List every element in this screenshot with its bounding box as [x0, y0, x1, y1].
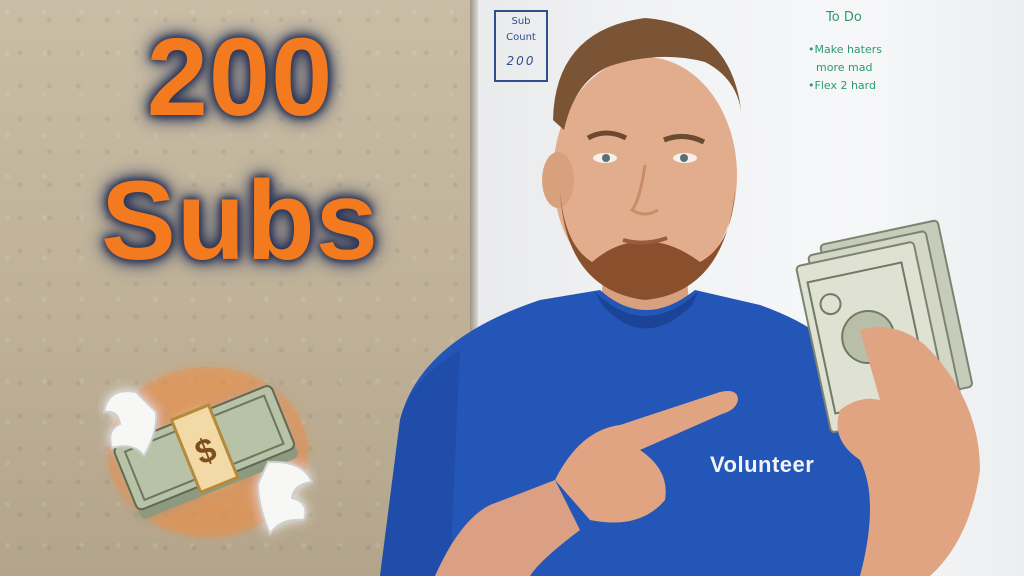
sub-count-box: Sub Count 200	[494, 10, 548, 82]
whiteboard-edge	[470, 0, 478, 576]
todo-item: more mad	[816, 61, 873, 74]
todo-list: To Do •Make haters more mad •Flex 2 hard	[808, 10, 1008, 97]
money-with-wings-icon: $	[102, 367, 314, 537]
sub-count-label-2: Count	[506, 32, 536, 43]
todo-item: •Make haters	[808, 43, 883, 56]
todo-item: •Flex 2 hard	[808, 79, 876, 92]
headline-line-1: 200	[146, 16, 334, 139]
sub-count-value: 200	[506, 54, 536, 68]
person-figure	[380, 18, 980, 576]
todo-title: To Do	[826, 10, 862, 25]
headline-line-2: Subs	[101, 158, 379, 283]
shirt-logo: Volunteer	[710, 452, 815, 477]
sub-count-label-1: Sub	[511, 16, 531, 27]
